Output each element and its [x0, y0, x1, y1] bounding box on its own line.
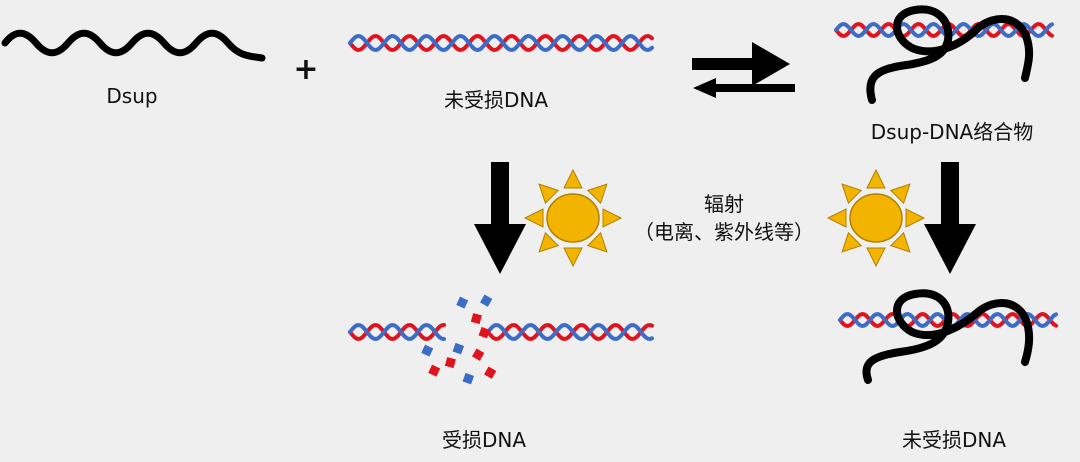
dsup-dna-complex-label: Dsup-DNA络合物	[870, 120, 1034, 144]
dna-strand-b	[348, 322, 446, 342]
sun-ray	[586, 231, 608, 253]
sun-ray	[538, 231, 560, 253]
sun-ray	[538, 183, 560, 205]
sun-disc	[849, 193, 903, 243]
fragment	[470, 313, 482, 325]
fragment	[452, 342, 465, 355]
dna-strand-a	[348, 322, 446, 342]
dna-helix-undamaged-top	[348, 33, 654, 53]
sun-ray	[826, 208, 847, 228]
radiation-title: 辐射	[704, 192, 744, 216]
radiation-detail: （电离、紫外线等）	[634, 220, 814, 244]
dna-strand-b	[834, 21, 1054, 39]
fragment	[462, 372, 475, 385]
sun-ray	[841, 183, 863, 205]
sun-icon	[523, 168, 623, 268]
dna-fragments	[421, 294, 497, 385]
sun-ray	[586, 183, 608, 205]
sun-ray	[563, 247, 583, 268]
dsup-label: Dsup	[106, 84, 158, 108]
dna-strand-b	[486, 322, 654, 342]
dna-helix-damaged-left	[348, 322, 446, 342]
fragment	[421, 344, 434, 357]
fragment	[428, 364, 441, 377]
down-arrow-icon	[924, 162, 976, 274]
sun-ray	[905, 208, 926, 228]
fragment	[484, 366, 497, 379]
plus-sign: +	[293, 52, 319, 87]
dsup-protein-wave	[1, 29, 266, 62]
sun-ray	[841, 231, 863, 253]
fragment	[472, 348, 485, 361]
fragment	[456, 296, 469, 309]
sun-ray	[889, 183, 911, 205]
reversible-arrow-icon	[692, 42, 795, 98]
undamaged-dna-label-bottom: 未受损DNA	[901, 428, 1007, 452]
fragment	[478, 326, 491, 339]
sun-disc	[546, 193, 600, 243]
undamaged-dna-label-top: 未受损DNA	[443, 88, 549, 112]
sun-ray	[523, 208, 544, 228]
fragment	[444, 357, 456, 369]
down-arrow-icon	[474, 162, 526, 274]
reverse-arrow	[693, 78, 795, 98]
sun-ray	[602, 208, 623, 228]
sun-ray	[889, 231, 911, 253]
forward-arrow	[692, 42, 790, 86]
damaged-dna-label: 受损DNA	[441, 428, 527, 452]
sun-icon	[826, 168, 926, 268]
dsup-protein-complex-bottom	[862, 289, 1034, 384]
dna-strand-b	[348, 33, 654, 53]
fragment	[480, 294, 493, 307]
sun-ray	[866, 247, 886, 268]
dna-helix-damaged-right	[486, 322, 654, 342]
sun-ray	[866, 168, 886, 189]
dsup-protein-complex-top	[866, 5, 1034, 104]
sun-ray	[563, 168, 583, 189]
